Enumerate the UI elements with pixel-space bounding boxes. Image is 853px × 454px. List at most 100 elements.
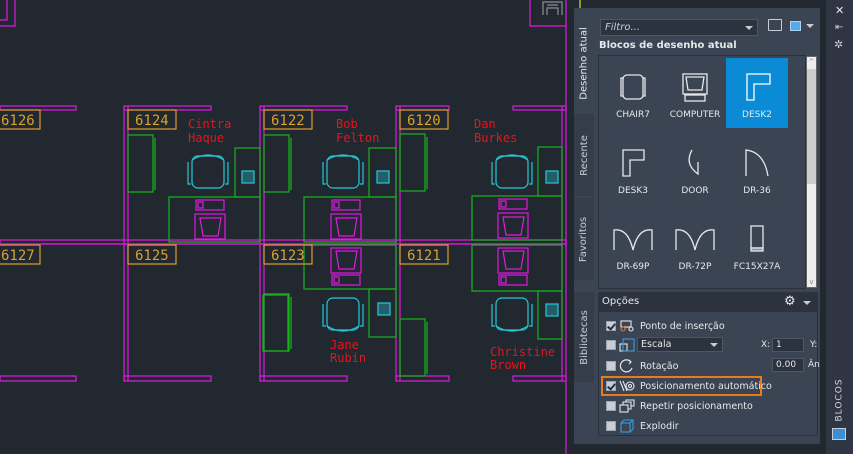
y-label: Y: (810, 340, 818, 350)
palette-title: BLOCOS (834, 378, 845, 422)
occupant-name: Jane (330, 338, 359, 352)
block-label: FC15X27A (733, 262, 781, 272)
room-label: 6125 (135, 248, 169, 264)
door-swing-icon (745, 149, 769, 177)
section-title: Blocos de desenho atual (599, 40, 737, 51)
block-tile-dr72p[interactable]: DR-72P (664, 210, 726, 280)
preview-image-icon[interactable] (790, 21, 801, 31)
palette-title-bar[interactable]: ✕ ⇤ ✲ BLOCOS (826, 0, 853, 454)
block-label: DESK3 (618, 186, 648, 196)
room-label-boxes (0, 109, 449, 265)
checkbox-explode[interactable] (606, 421, 616, 431)
occupant-name: Brown (490, 358, 526, 372)
chevron-down-icon[interactable] (803, 301, 811, 305)
room-label: 6121 (407, 248, 441, 264)
option-label: Ponto de inserção (640, 320, 725, 332)
view-options-chevron-icon[interactable] (806, 24, 814, 28)
option-insertion-point[interactable]: Ponto de inserção (606, 318, 725, 334)
checkbox-rotation[interactable] (606, 361, 616, 371)
room-label: 6127 (1, 248, 35, 264)
block-tile-computer[interactable]: COMPUTER (664, 58, 726, 128)
double-door-icon (675, 229, 715, 251)
block-tile-door[interactable]: DOOR (664, 134, 726, 204)
room-label: 6123 (271, 248, 305, 264)
angle-input[interactable]: 0.00 (772, 358, 804, 372)
block-label: DOOR (681, 186, 709, 196)
occupant-name: Dan (474, 117, 496, 131)
option-scale[interactable] (606, 337, 640, 353)
tab-favorites[interactable]: Favoritos (574, 198, 594, 280)
occupant-name: Christine (490, 345, 555, 359)
option-label: Rotação (640, 360, 679, 372)
room-label: 6124 (135, 113, 169, 129)
chairs (187, 154, 559, 332)
chevron-down-icon[interactable] (710, 343, 718, 347)
auto-placement-icon (619, 380, 635, 392)
desk-6125 (262, 294, 289, 352)
option-label: Explodir (640, 420, 679, 432)
chevron-down-icon[interactable] (745, 26, 753, 30)
option-repeat-placement[interactable]: Repetir posicionamento (606, 398, 753, 414)
block-tile-dr69p[interactable]: DR-69P (602, 210, 664, 280)
occupant-name: Burkes (474, 131, 517, 145)
desk-icon (746, 73, 771, 101)
option-explode[interactable]: Explodir (606, 418, 679, 434)
block-label: CHAIR7 (616, 110, 650, 120)
computer-icon (682, 73, 708, 102)
filter-input[interactable]: Filtro... (600, 19, 758, 36)
computers (194, 198, 529, 286)
x-label: X: (761, 340, 771, 350)
block-tile-chair7[interactable]: CHAIR7 (602, 58, 664, 128)
option-label: Repetir posicionamento (640, 400, 753, 412)
double-door-icon (613, 229, 653, 251)
properties-icon[interactable]: ✲ (834, 38, 844, 51)
insertion-point-icon (620, 320, 634, 332)
occupant-name: Rubin (330, 351, 366, 365)
block-label: DR-36 (743, 186, 771, 196)
block-tile-desk3[interactable]: DESK3 (602, 134, 664, 204)
highlight-box (601, 376, 762, 396)
room-label: 6126 (1, 113, 35, 129)
angle-label: Ân (808, 360, 820, 370)
occupant-name: Bob (336, 117, 358, 131)
block-tile-dr36[interactable]: DR-36 (726, 134, 788, 204)
occupant-name: Cintra (188, 117, 231, 131)
file-cabinet-icon (750, 225, 764, 252)
scroll-down-icon[interactable]: v (809, 278, 814, 286)
block-label: DESK2 (742, 110, 772, 120)
occupant-name: Felton (336, 131, 379, 145)
scrollbar-thumb[interactable] (807, 69, 816, 184)
room-label: 6120 (407, 113, 441, 129)
checkbox-insertion-point[interactable] (606, 321, 616, 331)
checkbox-auto-placement[interactable] (606, 381, 616, 391)
option-auto-placement[interactable]: Posicionamento automático (606, 378, 772, 394)
load-block-icon[interactable] (768, 19, 782, 31)
option-label: Posicionamento automático (640, 380, 772, 392)
desk-icon (622, 149, 645, 177)
block-grid-scrollbar[interactable]: ^ v (806, 56, 817, 288)
options-header[interactable]: Opções ⚙ (598, 292, 818, 312)
gear-icon[interactable]: ⚙ (784, 294, 796, 309)
block-tile-desk2[interactable]: DESK2 (726, 58, 788, 128)
scroll-up-icon[interactable]: ^ (808, 58, 815, 66)
block-label: DR-72P (678, 262, 712, 272)
scale-dropdown[interactable]: Escala (637, 337, 723, 352)
x-scale-input[interactable]: 1 (772, 338, 804, 352)
tab-libraries[interactable]: Bibliotecas (574, 292, 594, 382)
block-tile-fc15x27a[interactable]: FC15X27A (726, 210, 788, 280)
furniture (127, 133, 563, 377)
checkbox-repeat-placement[interactable] (606, 401, 616, 411)
option-rotation[interactable]: Rotação (606, 358, 678, 374)
block-label: DR-69P (616, 262, 650, 272)
close-icon[interactable]: ✕ (835, 4, 845, 17)
occupant-name: Haque (188, 131, 224, 145)
walls (0, 0, 567, 454)
tab-recent[interactable]: Recente (574, 114, 594, 196)
checkbox-scale[interactable] (606, 340, 616, 350)
block-grid: CHAIR7 COMPUTER DESK2 DESK3 DOOR DR-36 D… (598, 55, 806, 289)
tab-current-drawing[interactable]: Desenho atual (574, 14, 594, 112)
autohide-icon[interactable]: ⇤ (835, 22, 844, 33)
door-icon (688, 149, 699, 176)
explode-icon (620, 419, 634, 433)
